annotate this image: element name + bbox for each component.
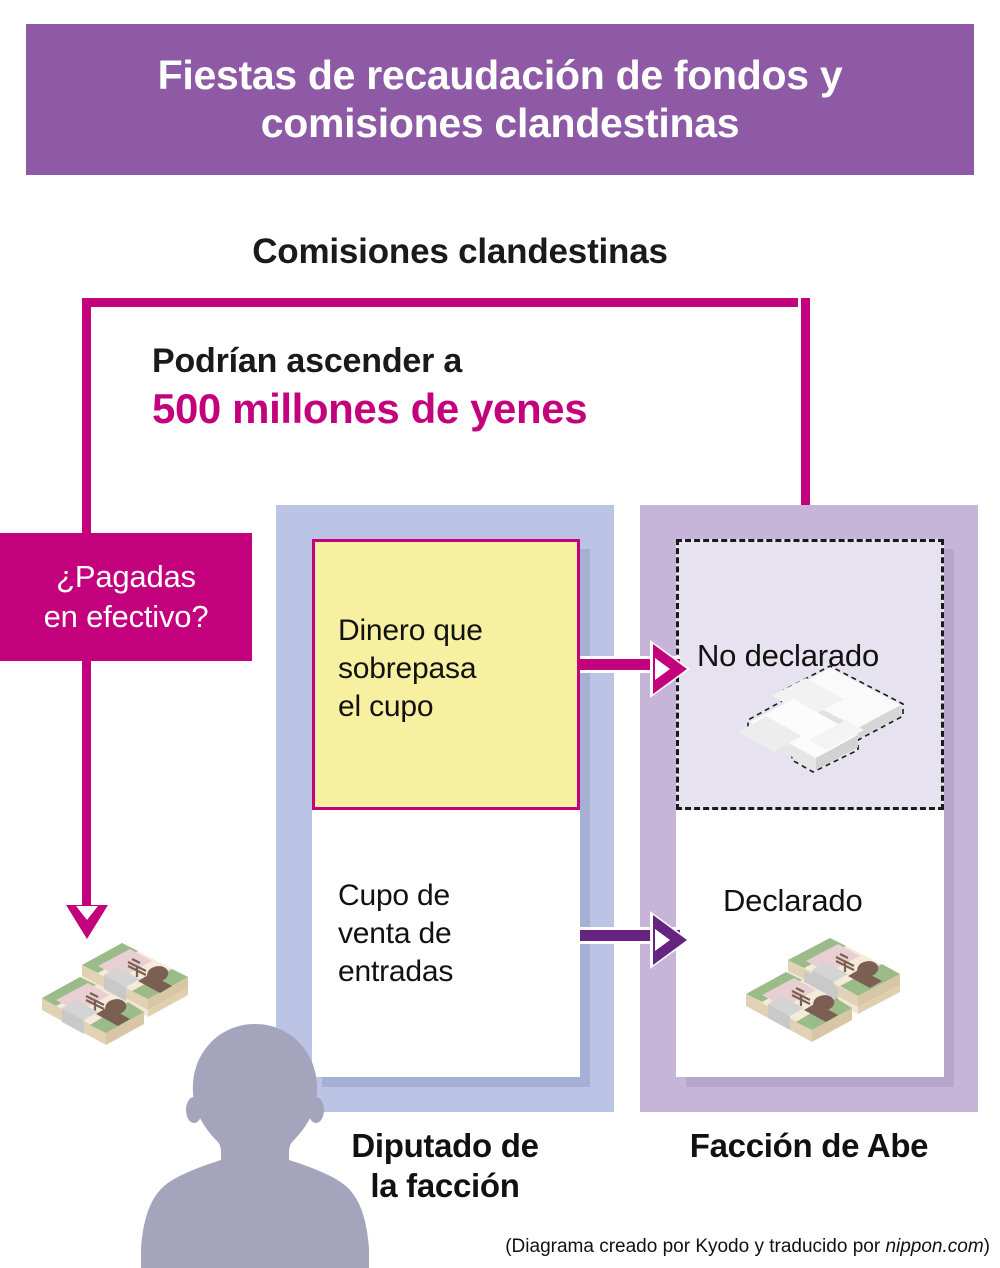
over-quota-card-label: Dinero que sobrepasa el cupo [338, 614, 483, 724]
person-silhouette-icon [140, 1018, 370, 1268]
arrow-quota-to-declared-shaft [580, 930, 680, 941]
page-title: Fiestas de recaudación de fondos y comis… [157, 52, 843, 146]
credit-prefix: (Diagrama creado por Kyodo y traducido p… [505, 1236, 886, 1257]
declared-card-label: Declarado [723, 883, 863, 918]
over-quota-card [312, 539, 580, 810]
bracket-down-arrowhead-notch [76, 906, 98, 920]
arrow-over-to-undeclared-shaft [580, 659, 680, 670]
credit-line: (Diagrama creado por Kyodo y traducido p… [0, 1236, 990, 1258]
cash-question-box: ¿Pagadas en efectivo? [0, 533, 252, 661]
credit-suffix: ) [983, 1236, 990, 1257]
bracket-right-leg [798, 295, 813, 621]
cash-question-label: ¿Pagadas en efectivo? [43, 559, 209, 634]
yen-money-stack-icon-cash [38, 938, 203, 1053]
undeclared-card-label: No declarado [697, 638, 879, 673]
caption-faction: Facción de Abe [689, 1127, 929, 1164]
bracket-top-segment [82, 298, 810, 307]
ticket-quota-card-label: Cupo de venta de entradas [338, 879, 454, 989]
title-banner: Fiestas de recaudación de fondos y comis… [26, 24, 974, 175]
ghost-money-stack-icon [738, 660, 918, 785]
arrow-quota-to-declared-head-notch [655, 929, 670, 951]
yen-money-stack-icon-declared [742, 932, 917, 1052]
arrow-over-to-undeclared-head-notch [655, 658, 670, 680]
credit-source: nippon.com [885, 1236, 984, 1257]
amount-callout: Podrían ascender a 500 millones de yenes [152, 340, 772, 434]
amount-lead-line: Podrían ascender a [152, 342, 463, 380]
caption-member: Diputado de la facción [351, 1127, 539, 1204]
ticket-quota-card [312, 810, 580, 1077]
amount-value-line: 500 millones de yenes [152, 384, 588, 432]
kickback-heading: Comisiones clandestinas [252, 232, 668, 271]
